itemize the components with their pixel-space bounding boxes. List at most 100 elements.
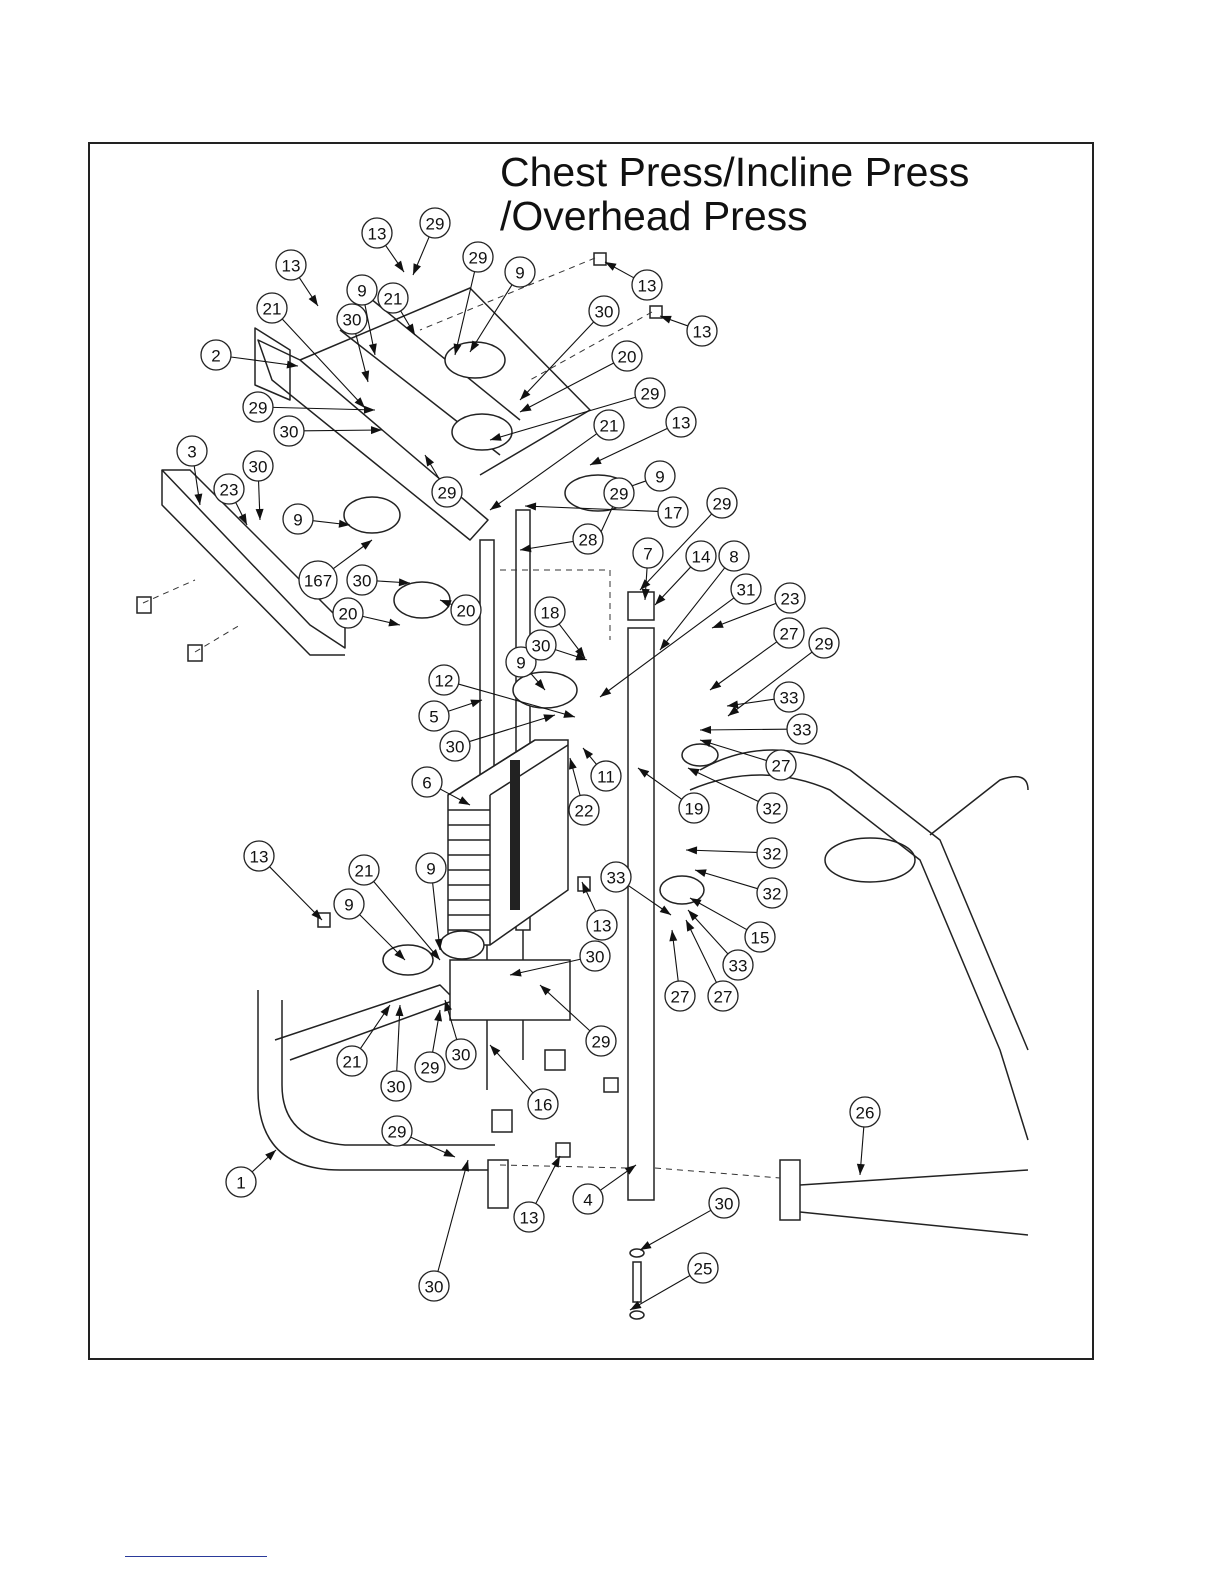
upright-cap — [628, 592, 654, 620]
part-callout: 14 — [686, 541, 716, 571]
callout-number: 9 — [516, 654, 525, 673]
part-callout: 15 — [745, 922, 775, 952]
callout-arrowhead — [490, 500, 501, 510]
part-callout: 30 — [274, 416, 304, 446]
part-callout: 29 — [809, 628, 839, 658]
callout-number: 13 — [593, 917, 612, 936]
callout-number: 5 — [429, 708, 438, 727]
callout-arrowhead — [600, 687, 611, 697]
callout-number: 11 — [597, 768, 615, 787]
callout-number: 9 — [515, 264, 524, 283]
callout-number: 30 — [532, 637, 551, 656]
callout-number: 13 — [638, 277, 657, 296]
callout-number: 30 — [446, 738, 465, 757]
callout-number: 13 — [520, 1209, 539, 1228]
footer-rule — [125, 1556, 267, 1557]
callout-arrowhead — [710, 680, 721, 690]
callout-number: 29 — [421, 1059, 440, 1078]
callout-arrowhead — [660, 905, 671, 915]
callout-number: 27 — [714, 988, 733, 1007]
part-callout: 27 — [774, 618, 804, 648]
part-callout: 28 — [573, 524, 603, 554]
callout-number: 14 — [692, 548, 711, 567]
callout-number: 27 — [780, 625, 799, 644]
part-callout: 21 — [337, 1046, 367, 1076]
callout-arrowhead — [413, 263, 421, 275]
part-callout: 13 — [244, 841, 274, 871]
callout-number: 9 — [426, 860, 435, 879]
part-callout: 9 — [645, 461, 675, 491]
callout-number: 9 — [655, 468, 664, 487]
part-callout: 11 — [591, 761, 621, 791]
callout-number: 27 — [772, 757, 791, 776]
part-callout: 13 — [362, 218, 392, 248]
callout-arrowhead — [857, 1164, 865, 1175]
part-callout: 20 — [333, 598, 363, 628]
part-callout: 32 — [757, 838, 787, 868]
part-callout: 31 — [731, 574, 761, 604]
part-callout: 3 — [177, 436, 207, 466]
callout-arrowhead — [543, 714, 555, 722]
callout-number: 32 — [763, 800, 782, 819]
part-callout: 2 — [201, 340, 231, 370]
callout-number: 29 — [641, 385, 660, 404]
callout-number: 25 — [694, 1260, 713, 1279]
callout-number: 23 — [781, 590, 800, 609]
main-upright — [628, 628, 654, 1200]
part-callout: 30 — [419, 1271, 449, 1301]
part-callout: 32 — [757, 878, 787, 908]
part-callout: 30 — [446, 1039, 476, 1069]
callout-arrowhead — [686, 846, 697, 854]
weight-stack-pin-holes — [510, 760, 520, 910]
callout-arrowhead — [309, 295, 318, 306]
part-callout: 20 — [451, 595, 481, 625]
callout-number: 29 — [426, 215, 445, 234]
part-callout: 30 — [440, 731, 470, 761]
part-callout: 29 — [463, 242, 493, 272]
callout-arrowhead — [364, 406, 375, 414]
callout-number: 32 — [763, 885, 782, 904]
callout-number: 30 — [586, 948, 605, 967]
callout-number: 21 — [263, 300, 282, 319]
callout-number: 167 — [304, 572, 332, 591]
part-callout: 29 — [415, 1052, 445, 1082]
part-callout: 29 — [635, 378, 665, 408]
callout-number: 26 — [856, 1104, 875, 1123]
part-callout: 9 — [283, 504, 313, 534]
callout-number: 20 — [618, 348, 637, 367]
part-callout: 7 — [633, 538, 663, 568]
callout-number: 6 — [422, 774, 431, 793]
part-callout: 9 — [334, 889, 364, 919]
callout-number: 29 — [592, 1033, 611, 1052]
part-callout: 29 — [707, 488, 737, 518]
callout-arrowhead — [669, 930, 677, 941]
callout-arrowhead — [712, 620, 724, 628]
press-handle — [930, 777, 1028, 835]
callout-arrowhead — [361, 370, 369, 382]
callout-arrowhead — [569, 758, 577, 770]
part-callout: 4 — [573, 1184, 603, 1214]
part-callout: 13 — [687, 316, 717, 346]
press-arm-tube-2 — [700, 750, 1028, 1050]
callout-arrowhead — [583, 748, 593, 759]
part-callout: 30 — [580, 941, 610, 971]
callout-leader-line — [640, 1210, 711, 1250]
callout-number: 31 — [737, 581, 756, 600]
part-callout: 30 — [243, 451, 273, 481]
part-callout: 19 — [679, 793, 709, 823]
callout-number: 30 — [249, 458, 268, 477]
callout-number: 22 — [575, 802, 594, 821]
part-callout: 13 — [276, 250, 306, 280]
callout-leader-line — [273, 407, 375, 410]
callout-arrowhead — [700, 726, 711, 734]
part-callout: 13 — [666, 407, 696, 437]
part-callout: 33 — [787, 714, 817, 744]
part-callout: 13 — [632, 270, 662, 300]
callout-number: 20 — [339, 605, 358, 624]
callout-arrowhead — [194, 494, 202, 505]
callout-number: 18 — [541, 604, 560, 623]
part-callout: 30 — [526, 630, 556, 660]
callout-number: 33 — [607, 869, 626, 888]
part-callout: 30 — [589, 296, 619, 326]
callout-arrowhead — [688, 768, 700, 776]
